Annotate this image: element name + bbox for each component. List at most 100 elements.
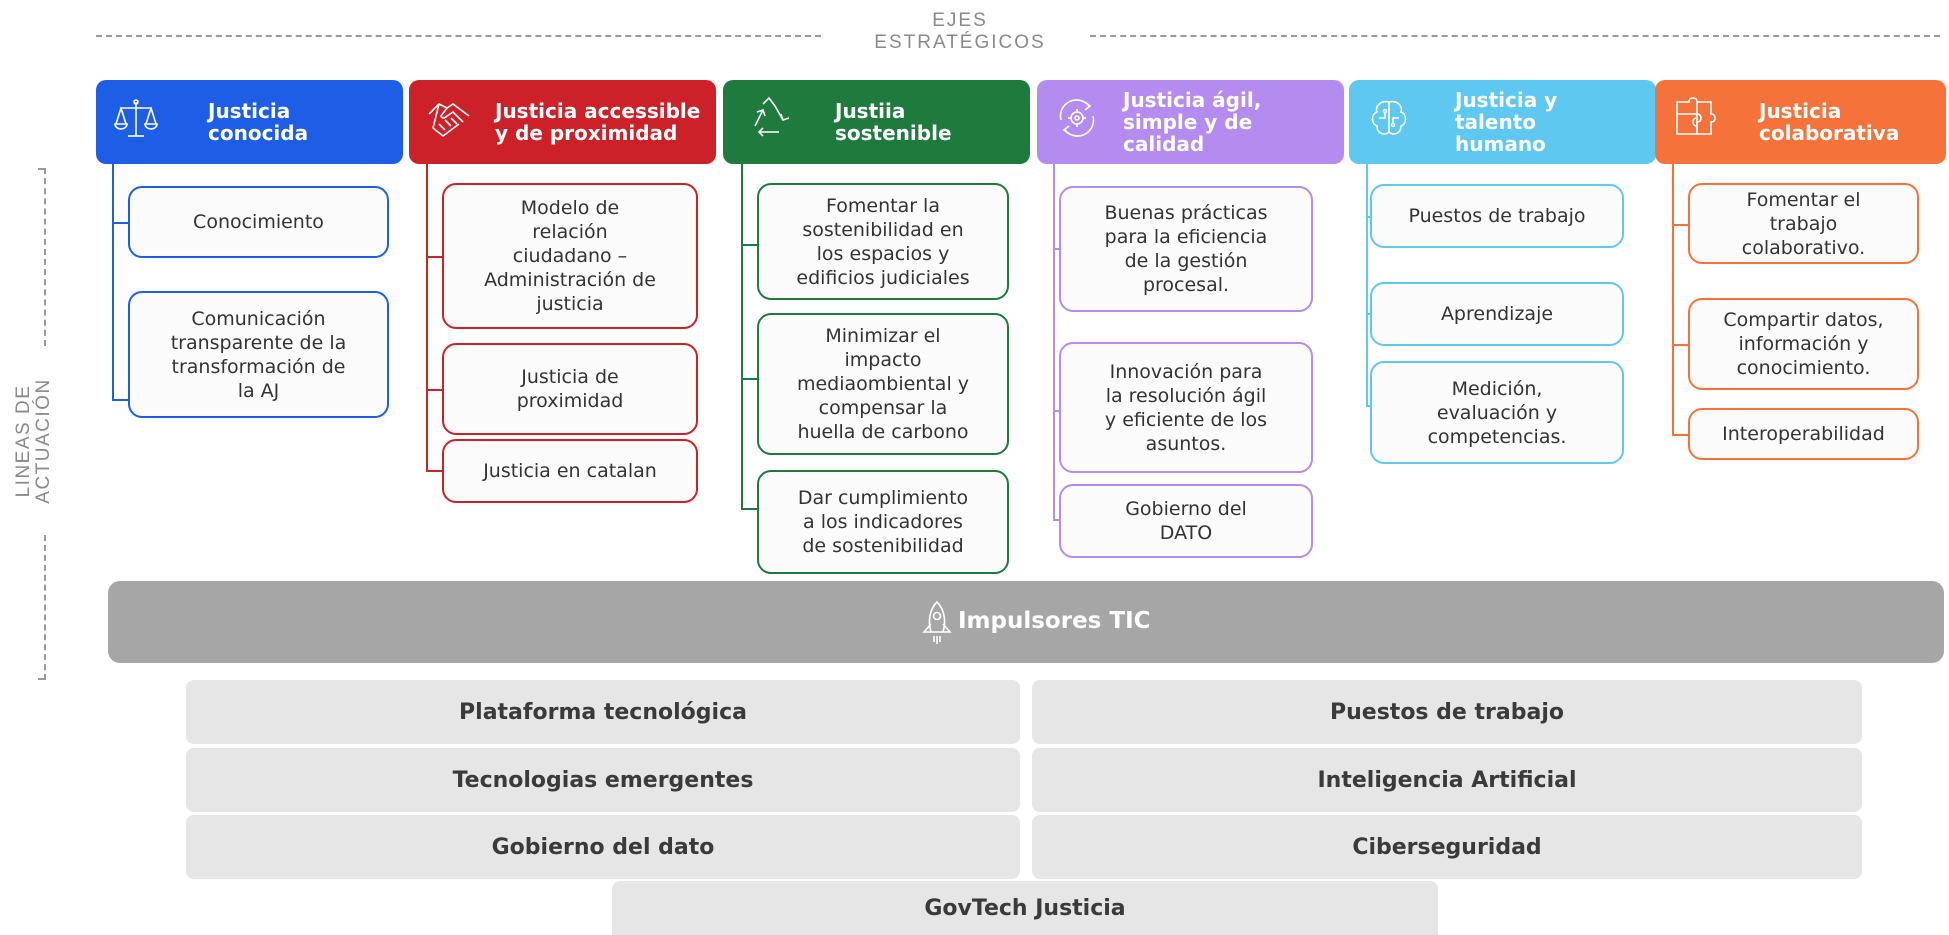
line-box-text: Justicia de	[521, 366, 619, 388]
brain-icon	[1365, 94, 1413, 142]
line-box: Justicia en catalan	[442, 439, 698, 503]
line-box-text: competencias.	[1427, 425, 1567, 448]
tic-item-inteligencia-artificial: Inteligencia Artificial	[1032, 748, 1862, 812]
axis-justicia-colaborativa: Justicia colaborativa	[1655, 80, 1946, 164]
line-box-text: trabajo	[1769, 212, 1838, 235]
tree-connector	[741, 244, 757, 246]
line-box: Comunicación transparente de la transfor…	[128, 291, 389, 418]
axis-title-line-1: Justicia	[208, 99, 291, 123]
tree-connector	[1672, 344, 1688, 346]
tree-connector	[1366, 164, 1368, 407]
axis-title: Justicia y talento humano	[1455, 89, 1648, 155]
axis-title-line-1: Justicia accessible	[495, 99, 701, 123]
line-box-text: la AJ	[237, 379, 280, 402]
header-dashed-line-left	[96, 35, 821, 37]
line-box-text: Interoperabilidad	[1722, 423, 1885, 445]
line-box-text: Modelo de	[520, 197, 620, 219]
axis-title: Justiia sostenible	[835, 100, 1022, 144]
axis-title-line-3: calidad	[1123, 132, 1205, 156]
axis-title-line-2: simple y de	[1123, 110, 1253, 134]
tree-connector	[112, 222, 128, 224]
line-box-text: asuntos.	[1145, 432, 1227, 455]
axis-justicia-accessible: Justicia accessible y de proximidad	[409, 80, 716, 164]
ejes-estrategicos-title: EJES ESTRATÉGICOS	[800, 10, 1120, 54]
axis-title: Justicia colaborativa	[1759, 100, 1938, 144]
line-box-text: conocimiento.	[1736, 357, 1871, 379]
line-box-text: Administración de	[484, 269, 656, 291]
line-box: Gobierno del DATO	[1059, 484, 1313, 558]
line-box-text: huella de carbono	[797, 421, 969, 443]
recycle-icon	[745, 94, 793, 142]
line-box: Modelo de relación ciudadano – Administr…	[442, 183, 698, 329]
tree-connector	[112, 399, 128, 401]
axis-title: Justicia ágil, simple y de calidad	[1123, 89, 1336, 155]
axis-title-line-1: Justiia	[835, 99, 906, 123]
line-box-text: información y	[1738, 333, 1869, 355]
axis-justiia-sostenible: Justiia sostenible	[723, 80, 1030, 164]
line-box-text: de la gestión	[1124, 250, 1248, 272]
side-bracket-top-tick	[38, 168, 46, 170]
line-box-text: evaluación y	[1436, 401, 1558, 424]
line-box-text: a los indicadores	[803, 511, 963, 533]
handshake-icon	[425, 94, 473, 142]
line-box-text: justicia	[536, 293, 604, 315]
line-box-text: Innovación para	[1109, 360, 1263, 383]
tic-item-govtech-justicia: GovTech Justicia	[612, 881, 1438, 935]
axis-title-line-1: Justicia y	[1455, 88, 1558, 112]
tree-connector	[112, 164, 114, 399]
line-box-text: Gobierno del	[1125, 498, 1247, 520]
axis-title-line-2: y de proximidad	[495, 121, 678, 145]
balance-scale-icon	[112, 94, 160, 142]
axis-title: Justicia conocida	[208, 100, 395, 144]
tree-connector	[1053, 164, 1055, 521]
line-box-text: Buenas prácticas	[1104, 202, 1268, 224]
axis-justicia-talento-humano: Justicia y talento humano	[1349, 80, 1656, 164]
lineas-de-actuacion-label: LINEAS DE ACTUACIÓN	[13, 356, 54, 526]
line-box-text: compensar la	[818, 397, 948, 419]
line-box-text: y eficiente de los	[1104, 408, 1268, 431]
tic-item-ciberseguridad: Ciberseguridad	[1032, 815, 1862, 879]
line-box-text: Conocimiento	[193, 211, 324, 233]
impulsores-tic-label: Impulsores TIC	[958, 608, 1151, 634]
line-box-text: colaborativo.	[1741, 236, 1866, 259]
axis-justicia-agil: Justicia ágil, simple y de calidad	[1037, 80, 1344, 164]
tic-item-puestos-de-trabajo: Puestos de trabajo	[1032, 680, 1862, 744]
tic-item-gobierno-del-dato: Gobierno del dato	[186, 815, 1020, 879]
line-box-text: ciudadano –	[512, 245, 628, 267]
tree-connector	[426, 256, 442, 258]
rocket-icon	[916, 598, 958, 646]
axis-title-line-1: Justicia ágil,	[1123, 88, 1262, 112]
line-box: Compartir datos, información y conocimie…	[1688, 298, 1919, 390]
axis-title-line-2: colaborativa	[1759, 121, 1900, 145]
line-box: Dar cumplimiento a los indicadores de so…	[757, 470, 1009, 574]
line-box-text: para la eficiencia	[1104, 226, 1268, 248]
line-box-text: de sostenibilidad	[802, 535, 964, 557]
line-box-text: transformación de	[171, 355, 346, 378]
axis-title: Justicia accessible y de proximidad	[495, 100, 708, 144]
line-box-text: Fomentar la	[826, 194, 940, 217]
line-box-text: Fomentar el	[1746, 188, 1861, 211]
tree-connector	[426, 164, 428, 472]
side-dashed-line-top	[44, 168, 46, 346]
side-label-line-1: LINEAS DE	[13, 384, 34, 498]
line-box-text: los espacios y	[816, 242, 950, 265]
line-box-text: mediaombiental y	[796, 373, 970, 395]
axis-justicia-conocida: Justicia conocida	[96, 80, 403, 164]
header-title-line-1: EJES	[932, 10, 988, 31]
axis-title-line-2: sostenible	[835, 121, 952, 145]
line-box: Justicia de proximidad	[442, 343, 698, 435]
puzzle-icon	[1671, 94, 1719, 142]
line-box-text: Dar cumplimiento	[797, 487, 969, 509]
gear-cycle-icon	[1053, 94, 1101, 142]
line-box-text: la resolución ágil	[1105, 384, 1267, 407]
tree-connector	[1672, 434, 1688, 436]
tree-connector	[1672, 224, 1688, 226]
tree-connector	[741, 508, 757, 510]
axis-title-line-2: conocida	[208, 121, 309, 145]
line-box-text: DATO	[1159, 522, 1213, 544]
line-box: Innovación para la resolución ágil y efi…	[1059, 342, 1313, 473]
line-box-text: transparente de la	[170, 331, 347, 354]
line-box-text: procesal.	[1142, 274, 1230, 296]
tree-connector	[741, 164, 743, 510]
line-box-text: edificios judiciales	[796, 266, 970, 289]
